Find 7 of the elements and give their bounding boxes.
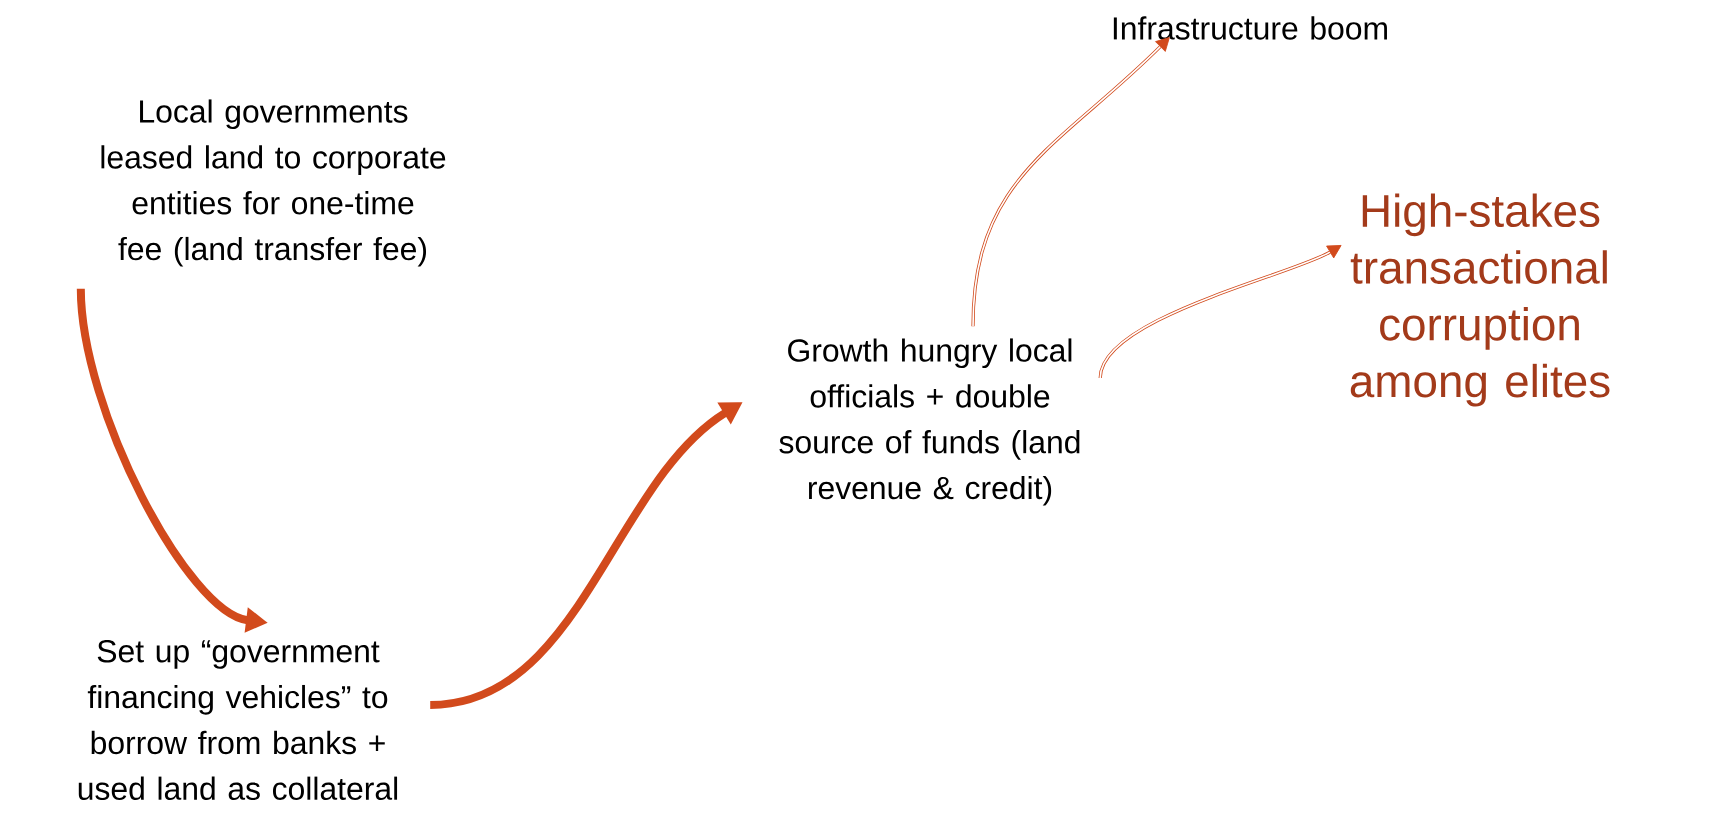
step-text: Growth hungry local officials + double source of funds (land revenue & credit) — [779, 338, 1080, 506]
arrow — [971, 37, 1170, 327]
step-text: Set up “government financing vehicles” to borrow from banks + used land as collateral — [78, 640, 398, 800]
step-text: Local governments leased land to corporate entities for one-time fee (land transfer fee) — [101, 99, 446, 267]
step-text: Infrastructure boom — [1113, 16, 1387, 40]
arrow — [1098, 245, 1342, 379]
heading-text: High-stakes transactional corruption among elites — [1350, 193, 1610, 407]
